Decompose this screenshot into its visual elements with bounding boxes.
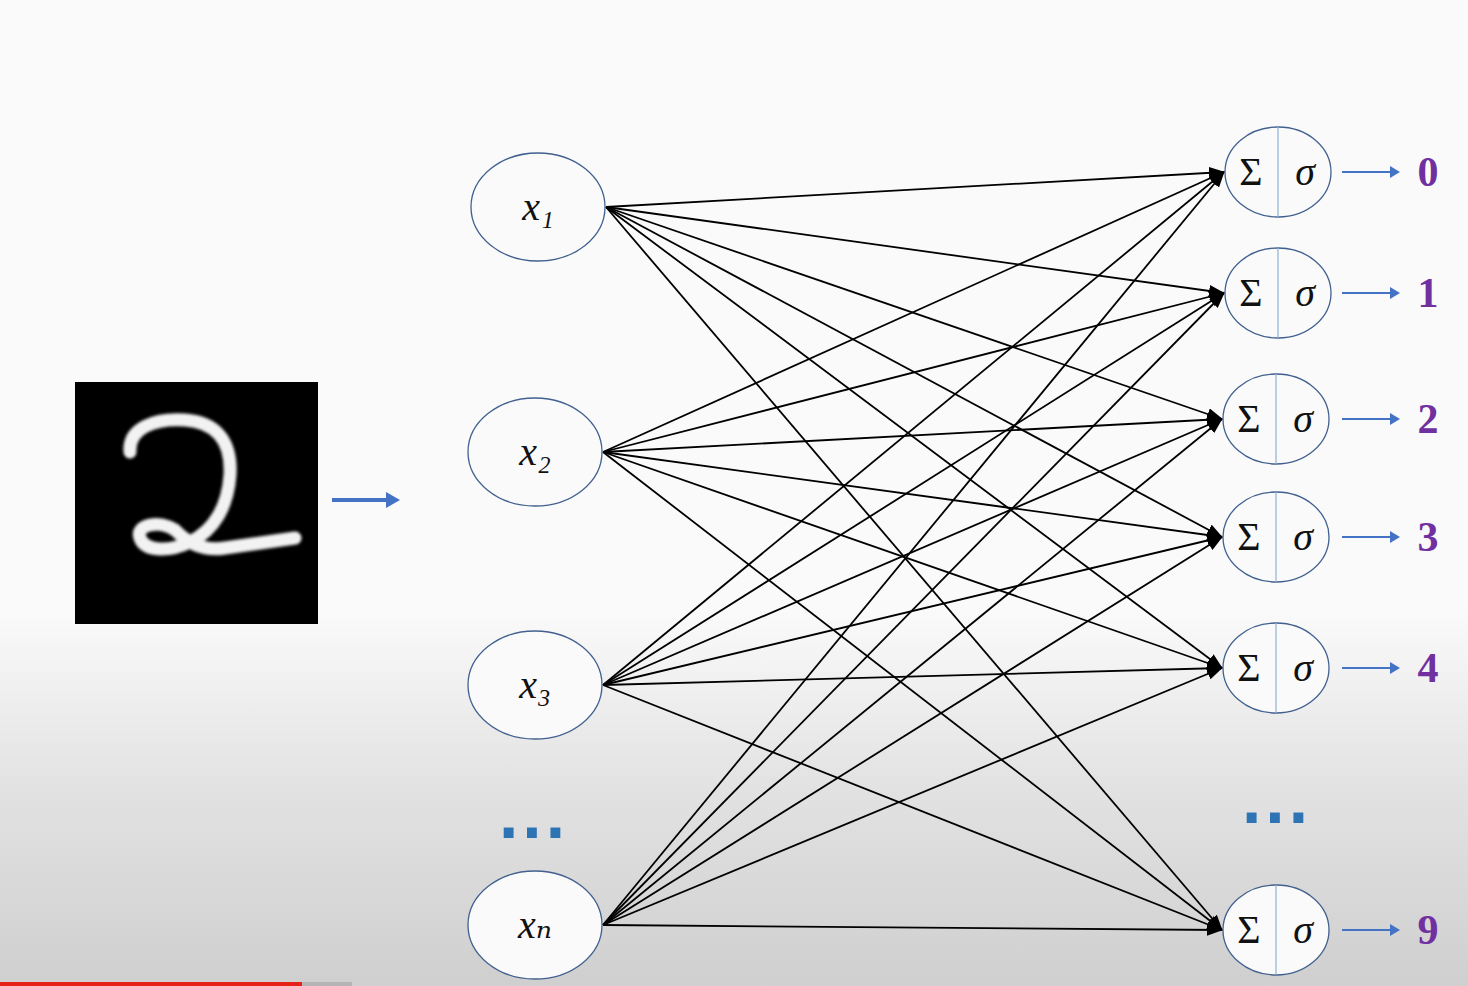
neuron-part: Σ	[1224, 126, 1278, 218]
divider-line	[1277, 127, 1278, 217]
neuron-part: Σ	[1222, 622, 1276, 714]
class-label: 1	[1418, 269, 1439, 317]
sum-symbol: Σ	[1237, 399, 1260, 439]
neuron-part: Σ	[1222, 884, 1276, 976]
ellipse-border	[1225, 127, 1331, 217]
neuron-node: Σσ	[1222, 373, 1330, 465]
sum-symbol: Σ	[1237, 648, 1260, 688]
input-node: x₂	[467, 397, 603, 507]
digit-text: 2	[1418, 396, 1439, 442]
neuron-node: Σσ	[1222, 884, 1330, 976]
divider-line	[1275, 374, 1276, 464]
digit-stroke	[130, 420, 295, 549]
ellipsis-label: ...	[1241, 771, 1311, 836]
ellipse-border	[1223, 885, 1329, 975]
neuron-part: Σ	[1222, 373, 1276, 465]
ellipse-border	[471, 153, 605, 261]
weight-connection	[603, 172, 1224, 452]
input-node: x₃	[467, 630, 603, 740]
class-label: 9	[1418, 906, 1439, 954]
weight-connection	[606, 207, 1224, 293]
ellipsis-label: ...	[498, 786, 568, 851]
divider-line	[1275, 492, 1276, 582]
neuron-part: Σ	[1224, 247, 1278, 339]
digit-text: 3	[1418, 514, 1439, 560]
input-node: xₙ	[467, 870, 603, 980]
digit-image	[75, 382, 318, 624]
input-label: x₃	[519, 665, 551, 705]
class-label: 0	[1418, 148, 1439, 196]
digit-text: 9	[1418, 907, 1439, 953]
input-label: xₙ	[518, 905, 552, 945]
neuron-node: Σσ	[1224, 126, 1332, 218]
neuron-node: Σσ	[1222, 622, 1330, 714]
ellipsis-text: ...	[498, 786, 568, 851]
weight-connection	[606, 207, 1222, 930]
output-arrows	[1342, 166, 1400, 936]
neuron-part: σ	[1278, 126, 1332, 218]
weight-connection	[603, 293, 1224, 925]
divider-line	[1275, 623, 1276, 713]
weight-connection	[603, 685, 1222, 930]
neuron-node: Σσ	[1224, 247, 1332, 339]
input-label: x₂	[519, 432, 551, 472]
sum-symbol: Σ	[1239, 273, 1262, 313]
class-label: 3	[1418, 513, 1439, 561]
activation-symbol: σ	[1293, 517, 1313, 557]
weight-connection	[606, 207, 1222, 668]
digit-text: 0	[1418, 149, 1439, 195]
divider-line	[1275, 885, 1276, 975]
input-arrow	[332, 492, 400, 508]
progress-bar	[0, 982, 302, 986]
digit-text: 1	[1418, 270, 1439, 316]
sum-symbol: Σ	[1237, 910, 1260, 950]
ellipse-border	[1223, 492, 1329, 582]
neuron-part: σ	[1276, 622, 1330, 714]
ellipse-border	[468, 398, 602, 506]
weight-connection	[603, 925, 1222, 930]
weight-connection	[603, 668, 1222, 685]
weight-connection	[603, 172, 1224, 925]
activation-symbol: σ	[1293, 910, 1313, 950]
ellipse-border	[1223, 374, 1329, 464]
weight-connection	[603, 419, 1222, 925]
ellipsis-text: ...	[1241, 771, 1311, 836]
ellipse-border	[468, 871, 602, 979]
divider-line	[1277, 248, 1278, 338]
digit-text: 4	[1418, 645, 1439, 691]
progress-buffer	[302, 982, 352, 986]
sum-symbol: Σ	[1237, 517, 1260, 557]
activation-symbol: σ	[1295, 152, 1315, 192]
weight-connection	[603, 537, 1222, 925]
weight-connection	[603, 668, 1222, 925]
class-label: 4	[1418, 644, 1439, 692]
activation-symbol: σ	[1293, 648, 1313, 688]
neuron-part: σ	[1276, 491, 1330, 583]
activation-symbol: σ	[1295, 273, 1315, 313]
ellipse-border	[468, 631, 602, 739]
class-label: 2	[1418, 395, 1439, 443]
weight-connection	[603, 293, 1224, 685]
weight-connection	[606, 172, 1224, 207]
sum-symbol: Σ	[1239, 152, 1262, 192]
weight-connection	[603, 419, 1222, 452]
neuron-node: Σσ	[1222, 491, 1330, 583]
input-label: x₁	[522, 187, 554, 227]
input-node: x₁	[470, 152, 606, 262]
weight-connection	[603, 452, 1222, 930]
neuron-part: σ	[1276, 373, 1330, 465]
weight-connection	[603, 419, 1222, 685]
ellipse-border	[1225, 248, 1331, 338]
ellipse-border	[1223, 623, 1329, 713]
weight-connection	[606, 207, 1222, 419]
neuron-part: σ	[1276, 884, 1330, 976]
activation-symbol: σ	[1293, 399, 1313, 439]
neuron-part: σ	[1278, 247, 1332, 339]
neuron-part: Σ	[1222, 491, 1276, 583]
